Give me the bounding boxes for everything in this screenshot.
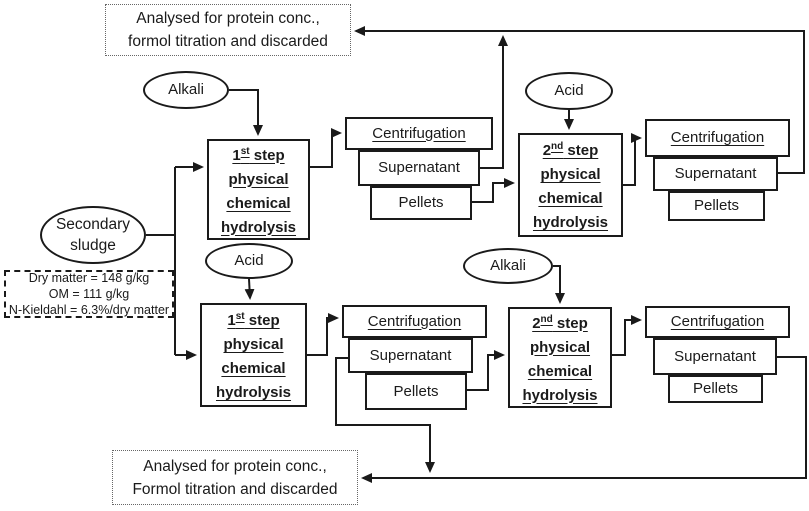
step-num: 1 <box>227 312 236 329</box>
alkali-top-label: Alkali <box>168 81 204 98</box>
connector-supernatant3-to-discard <box>335 357 435 473</box>
step-title: 1st step <box>232 140 284 168</box>
step-title: 1st step <box>227 305 279 333</box>
step-line3: chemical <box>527 362 593 380</box>
alkali-top-ellipse: Alkali <box>143 71 229 109</box>
step-title: 2nd step <box>543 135 599 163</box>
connector-step1bot-to-centri <box>307 313 339 356</box>
discard-note-top: Analysed for protein conc., formol titra… <box>105 4 351 56</box>
centrifugation-top-mid-box: Centrifugation <box>345 117 493 150</box>
centrifugation-label: Centrifugation <box>670 313 765 330</box>
step-ordinal: st <box>240 145 250 157</box>
supernatant-label: Supernatant <box>674 165 757 182</box>
hydrolysis-step2-bottom-box: 2nd step physical chemical hydrolysis <box>508 307 612 408</box>
acid-bottom-label: Acid <box>234 252 264 269</box>
connector-pellets1-to-step2top <box>472 178 515 203</box>
step-ordinal: nd <box>551 141 564 152</box>
step-word: step <box>552 314 588 332</box>
connector-step2top-to-centri <box>623 133 642 186</box>
supernatant-top-mid-box: Supernatant <box>358 150 480 186</box>
step-ordinal: st <box>235 311 245 322</box>
step-num: 2 <box>532 314 541 332</box>
supernatant-label: Supernatant <box>369 346 452 364</box>
centrifugation-label: Centrifugation <box>670 129 765 146</box>
acid-top-ellipse: Acid <box>525 72 613 110</box>
centrifugation-label: Centrifugation <box>367 312 462 330</box>
centrifugation-bottom-right-box: Centrifugation <box>645 306 790 338</box>
connector-supernatant4-to-discard-bottom <box>361 356 807 483</box>
centrifugation-label: Centrifugation <box>372 124 466 142</box>
acid-top-label: Acid <box>554 82 584 99</box>
pellets-label: Pellets <box>398 194 444 211</box>
pellets-label: Pellets <box>393 382 439 400</box>
supernatant-label: Supernatant <box>674 347 756 365</box>
discard-note-bottom-line1: Analysed for protein conc., <box>143 457 327 475</box>
hydrolysis-step1-bottom-box: 1st step physical chemical hydrolysis <box>200 303 307 407</box>
hydrolysis-step2-top-box: 2nd step physical chemical hydrolysis <box>518 133 623 237</box>
centrifugation-bottom-mid-box: Centrifugation <box>342 305 487 338</box>
secondary-sludge-ellipse: Secondary sludge <box>40 206 146 264</box>
step-line4: hydrolysis <box>215 384 292 401</box>
pellets-bottom-mid-box: Pellets <box>365 373 467 410</box>
supernatant-top-right-box: Supernatant <box>653 157 778 191</box>
connector-alkali-top <box>229 89 263 136</box>
connector-supernatant1-up <box>480 35 508 169</box>
connector-step2bot-to-centri <box>612 315 642 356</box>
step-line2: physical <box>228 170 289 188</box>
secondary-sludge-line2: sludge <box>70 237 116 254</box>
step-word: step <box>563 142 599 159</box>
pellets-label: Pellets <box>692 380 739 397</box>
discard-note-bottom: Analysed for protein conc., Formol titra… <box>112 450 358 505</box>
discard-note-bottom-line2: Formol titration and discarded <box>132 480 338 498</box>
sludge-properties-box: Dry matter = 148 g/kg OM = 111 g/kg N-Ki… <box>4 270 174 318</box>
connector-acid-bottom <box>244 278 255 300</box>
connector-pellets3-to-step2bot <box>467 350 505 391</box>
pellets-label: Pellets <box>693 197 740 214</box>
connector-supernatant2-to-discard-top <box>354 26 805 174</box>
sludge-organic-matter: OM = 111 g/kg <box>48 287 130 301</box>
discard-note-top-line1: Analysed for protein conc., <box>136 10 320 27</box>
secondary-sludge-line1: Secondary <box>55 216 131 233</box>
step-word: step <box>249 146 285 164</box>
supernatant-bottom-right-box: Supernatant <box>653 338 777 375</box>
step-word: step <box>244 312 280 329</box>
sludge-dry-matter: Dry matter = 148 g/kg <box>28 271 150 285</box>
discard-note-top-line2: formol titration and discarded <box>128 33 328 50</box>
alkali-bottom-ellipse: Alkali <box>463 248 553 284</box>
pellets-top-right-box: Pellets <box>668 191 765 221</box>
step-line2: physical <box>540 166 601 183</box>
centrifugation-top-right-box: Centrifugation <box>645 119 790 157</box>
connector-step1top-to-centri <box>310 128 342 168</box>
step-line2: physical <box>529 338 591 356</box>
step-line2: physical <box>223 336 284 353</box>
step-line3: chemical <box>221 360 286 377</box>
step-ordinal: nd <box>540 313 553 325</box>
step-line3: chemical <box>226 194 291 212</box>
pellets-top-mid-box: Pellets <box>370 186 472 220</box>
acid-bottom-ellipse: Acid <box>205 243 293 279</box>
pellets-bottom-right-box: Pellets <box>668 375 763 403</box>
sludge-nitrogen: N-Kieldahl = 6.3%/dry matter <box>8 303 170 317</box>
hydrolysis-step1-top-box: 1st step physical chemical hydrolysis <box>207 139 310 240</box>
step-title: 2nd step <box>532 308 588 336</box>
step-num: 2 <box>542 142 552 159</box>
connector-alkali-bottom <box>553 265 565 304</box>
supernatant-label: Supernatant <box>378 159 460 176</box>
step-line4: hydrolysis <box>220 218 297 236</box>
step-line3: chemical <box>538 190 603 207</box>
step-num: 1 <box>232 146 241 164</box>
step-line4: hydrolysis <box>522 386 598 404</box>
supernatant-bottom-mid-box: Supernatant <box>348 338 473 373</box>
alkali-bottom-label: Alkali <box>490 257 526 274</box>
step-line4: hydrolysis <box>532 214 609 231</box>
